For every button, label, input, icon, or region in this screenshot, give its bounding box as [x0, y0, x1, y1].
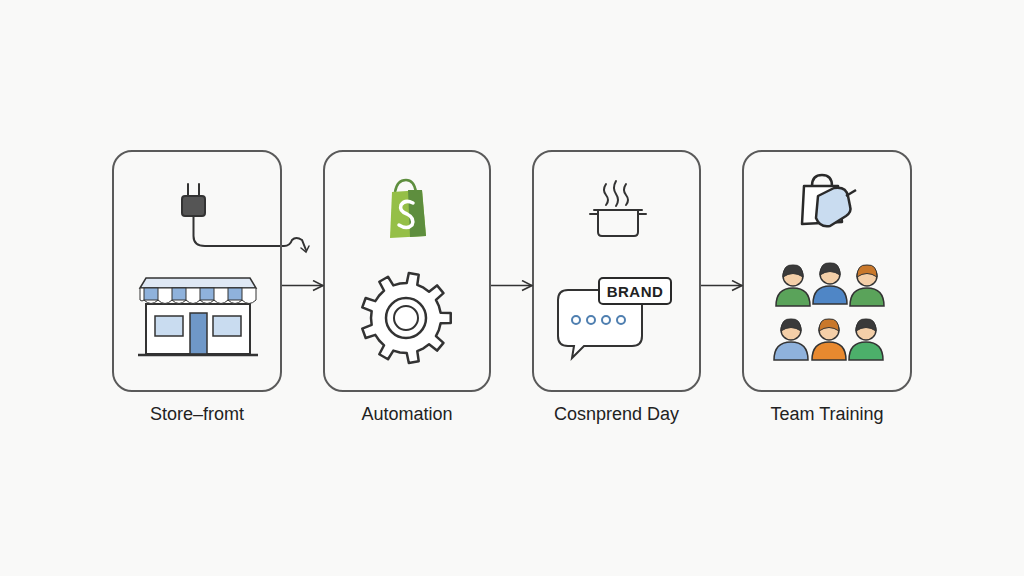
- bag-logo: [390, 180, 426, 238]
- step-box: Team Training: [742, 150, 912, 392]
- step-label: Automation: [361, 404, 452, 425]
- team-icon: [774, 263, 884, 360]
- tag-text: BRAND: [607, 283, 664, 300]
- person-icon: [849, 319, 883, 360]
- bag-glove-icon: [802, 175, 856, 226]
- gear-ring: [386, 298, 426, 338]
- step-box: Store–fromt: [112, 150, 282, 392]
- person-icon: [776, 265, 810, 306]
- flow-arrow: [701, 285, 742, 287]
- step-label: Cosnprend Day: [554, 404, 679, 425]
- gear-outline: [362, 273, 450, 363]
- brand-tag: BRAND: [598, 277, 672, 305]
- step-label: Store–fromt: [150, 404, 244, 425]
- person-icon: [813, 263, 847, 304]
- person-icon: [774, 319, 808, 360]
- step-box: Cosnprend DayBRAND: [532, 150, 701, 392]
- flow-arrow: [282, 285, 323, 287]
- step-label: Team Training: [770, 404, 883, 425]
- person-icon: [850, 265, 884, 306]
- pot-icon: [590, 181, 646, 236]
- plug-icon: [182, 184, 309, 252]
- gear-icon: [362, 273, 450, 363]
- flow-arrow: [491, 285, 532, 287]
- storefront-icon: [138, 278, 258, 355]
- step-box: Automation: [323, 150, 491, 392]
- gear-hub: [394, 306, 418, 330]
- person-icon: [812, 319, 846, 360]
